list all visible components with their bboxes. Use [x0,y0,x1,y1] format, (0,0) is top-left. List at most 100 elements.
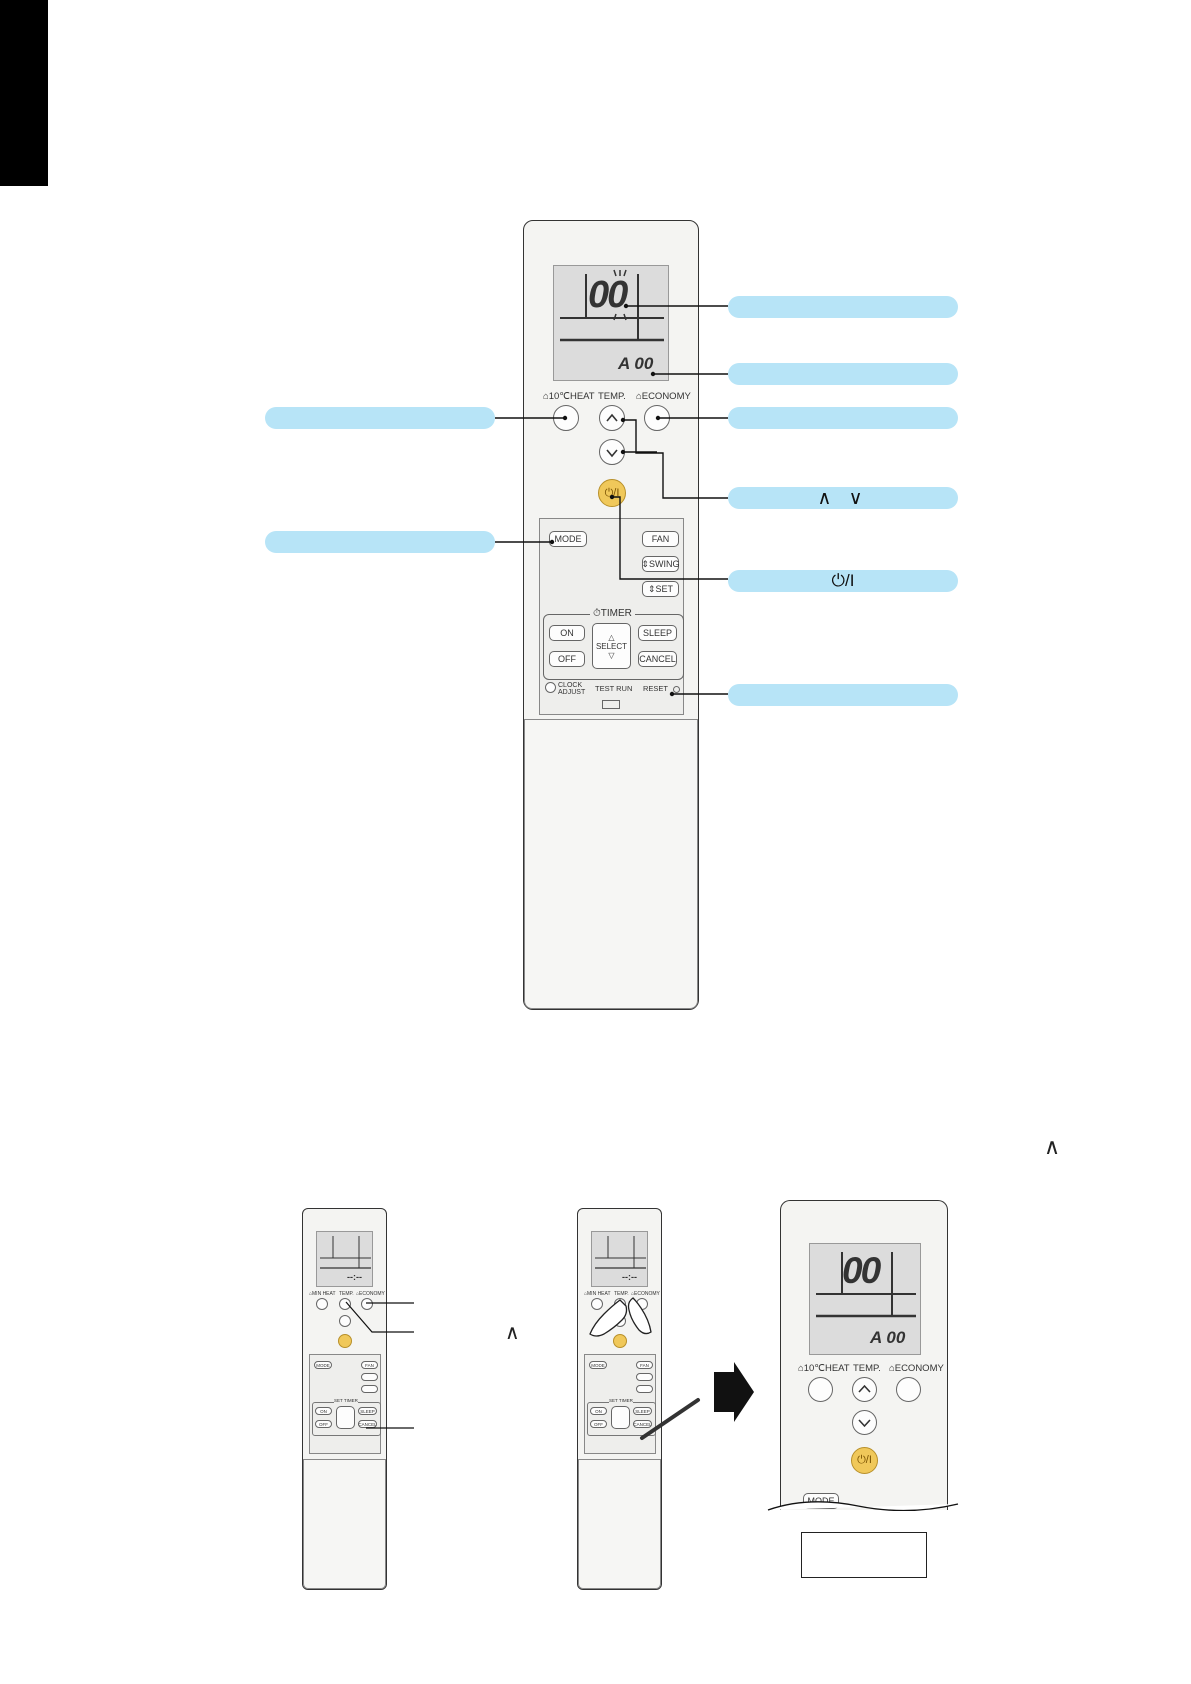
small-1-mode-button[interactable]: MODE [314,1361,332,1369]
swing-button[interactable]: ⇕SWING [641,556,680,572]
small-lcd-1-text: --:-- [347,1272,362,1282]
callout-lcd-sub [728,363,958,385]
small-1-select-button[interactable] [336,1406,355,1429]
small-2-set-button[interactable] [636,1385,653,1393]
zoom-heat-label: ⌂10℃HEAT [798,1363,850,1374]
callout-reset [728,684,958,706]
small-2-off-button[interactable]: OFF [590,1420,607,1428]
small-1-temp-up-button[interactable] [339,1298,351,1310]
small-1-sleep-button[interactable]: SLEEP [358,1407,377,1415]
clock-adjust-label: CLOCK ADJUST [558,682,586,696]
temp-up-button[interactable] [599,405,625,431]
small-2-select-button[interactable] [611,1406,630,1429]
lcd-main-value: 00 [588,274,628,316]
small-2-cancel-button[interactable]: CANCEL [633,1420,652,1428]
callout-economy [728,407,958,429]
clock-adjust-button[interactable] [545,682,556,693]
triangle-down-icon: ▽ [608,650,615,660]
zoom-mode-button[interactable]: MODE [803,1493,839,1509]
lower-button-panel: MODE FAN ⇕SWING ⇕SET ⏱TIMER ON OFF △ SEL… [539,518,684,715]
small-1-swing-button[interactable] [361,1373,378,1381]
small-1-economy-label: ⌂ECONOMY [356,1291,385,1297]
small-2-sleep-button[interactable]: SLEEP [633,1407,652,1415]
zoom-power-button[interactable]: ⏻/I [851,1447,878,1474]
zoom-chevron-down-icon [858,1419,871,1428]
lcd-display: 00 A 00 [553,265,669,381]
small-2-temp-up-button[interactable] [614,1298,626,1310]
callout-temp: ∧ ∨ [728,487,958,509]
small-1-temp-label: TEMP. [339,1291,354,1297]
small-2-temp-down-button[interactable] [614,1315,626,1327]
reset-label: RESET [643,684,669,693]
power-button[interactable]: ⏻/I [598,479,626,507]
zoom-heat-button[interactable] [808,1377,833,1402]
small-2-cover [578,1459,661,1589]
triangle-up-icon: △ [608,632,615,642]
zoom-chevron-up-icon [858,1384,871,1393]
zoom-lcd-segments [816,1252,916,1318]
small-2-economy-button[interactable] [636,1298,648,1310]
sleep-button[interactable]: SLEEP [638,625,677,641]
small-2-fan-button[interactable]: FAN [636,1361,653,1369]
callout-mode [265,531,495,553]
small-1-lower-panel: MODE FAN SET TIMER ON OFF SLEEP CANCEL [309,1354,381,1454]
small-1-fan-button[interactable]: FAN [361,1361,378,1369]
small-1-on-button[interactable]: ON [315,1407,332,1415]
small-remote-1: --:-- ⌂MIN HEAT TEMP. ⌂ECONOMY MODE FAN … [302,1208,387,1590]
small-lcd-1: --:-- [316,1231,373,1287]
small-1-off-button[interactable]: OFF [315,1420,332,1428]
small-2-heat-button[interactable] [591,1298,603,1310]
timer-label: ⏱TIMER [590,608,635,619]
set-button[interactable]: ⇕SET [642,581,679,597]
small-1-power-button[interactable] [338,1334,352,1348]
result-caption-box [801,1532,927,1578]
lcd-segments [560,269,664,342]
small-1-cover [303,1459,386,1589]
mode-button[interactable]: MODE [549,531,587,547]
callout-temp-arrows: ∧ ∨ [817,487,869,509]
small-1-heat-label: ⌂MIN HEAT [309,1291,336,1297]
small-1-economy-button[interactable] [361,1298,373,1310]
small-2-swing-button[interactable] [636,1373,653,1381]
fan-button[interactable]: FAN [642,531,679,547]
small-1-set-button[interactable] [361,1385,378,1393]
battery-icon [602,700,620,709]
small-lcd-2-segments [595,1236,646,1269]
heat-label: ⌂10℃HEAT [543,391,595,402]
small-2-heat-label: ⌂MIN HEAT [584,1291,611,1297]
small-2-lower-panel: MODE FAN SET TIMER ON OFF SLEEP CANCEL [584,1354,656,1454]
economy-label: ⌂ECONOMY [636,391,691,402]
small-2-mode-button[interactable]: MODE [589,1361,607,1369]
reset-pinhole[interactable] [673,686,680,693]
small-2-power-button[interactable] [613,1334,627,1348]
temp-down-button[interactable] [599,439,625,465]
zoom-lcd-main: 00 [842,1250,881,1291]
small-1-temp-down-button[interactable] [339,1315,351,1327]
callout-heat [265,407,495,429]
zoom-temp-label: TEMP. [853,1363,881,1374]
small-lcd-2-text: --:-- [622,1272,637,1282]
small-1-timer-label: SET TIMER [334,1398,358,1403]
small-1-cancel-button[interactable]: CANCEL [358,1420,377,1428]
small-remote-2: --:-- ⌂MIN HEAT TEMP. ⌂ECONOMY MODE FAN … [577,1208,662,1590]
small-2-temp-label: TEMP. [614,1291,629,1297]
callout-lcd-main [728,296,958,318]
small-2-on-button[interactable]: ON [590,1407,607,1415]
timer-off-button[interactable]: OFF [549,651,585,667]
heat-button[interactable] [553,405,579,431]
timer-on-button[interactable]: ON [549,625,585,641]
small-2-timer-label: SET TIMER [609,1398,633,1403]
zoomed-remote: 00 A 00 ⌂10℃HEAT TEMP. ⌂ECONOMY ⏻/I MODE [780,1200,948,1510]
timer-select-button[interactable]: △ SELECT ▽ [592,623,631,669]
zoom-economy-button[interactable] [896,1377,921,1402]
zoom-temp-up-button[interactable] [852,1377,877,1402]
temp-label: TEMP. [598,391,626,402]
test-run-label: TEST RUN [595,684,633,693]
cancel-button[interactable]: CANCEL [638,651,677,667]
small-1-heat-button[interactable] [316,1298,328,1310]
zoom-temp-down-button[interactable] [852,1410,877,1435]
zoom-lcd-sub: A 00 [870,1328,906,1347]
economy-button[interactable] [644,405,670,431]
small-lcd-1-segments [320,1236,371,1269]
chevron-up-icon [606,413,618,422]
